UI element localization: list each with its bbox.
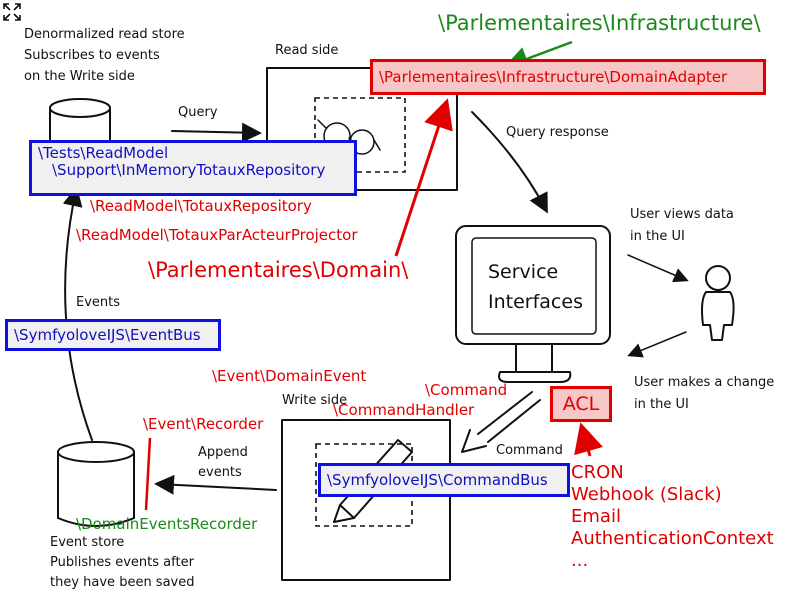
user-views-line1: User views data xyxy=(630,207,734,222)
acl-box: ACL xyxy=(550,386,612,422)
acl-item-auth-context: AuthenticationContext xyxy=(571,528,774,549)
user-views-arrow xyxy=(627,254,689,283)
acl-item-cron: CRON xyxy=(571,462,624,483)
query-arrow xyxy=(171,122,262,143)
event-store-line3: they have been saved xyxy=(50,575,195,590)
denormalized-line2: Subscribes to events xyxy=(24,48,160,63)
user-change-line2: in the UI xyxy=(634,397,689,412)
command-handler-label: \CommandHandler xyxy=(333,401,475,419)
append-line1: Append xyxy=(198,445,248,460)
domain-arrow xyxy=(394,98,453,257)
totaux-repository-label: \ReadModel\TotauxRepository xyxy=(90,197,312,215)
command-label: \Command xyxy=(425,381,508,399)
service-line1: Service xyxy=(488,261,558,283)
acl-items-list: CRON Webhook (Slack) Email Authenticatio… xyxy=(571,462,774,572)
event-bus-box: \SymfyoloveIJS\EventBus xyxy=(5,319,221,351)
recorder-line xyxy=(144,437,152,511)
tests-read-model-line1: \Tests\ReadModel xyxy=(38,144,169,162)
acl-item-email: Email xyxy=(571,506,621,527)
infrastructure-namespace: \Parlementaires\Infrastructure\ xyxy=(438,11,761,35)
acl-item-ellipsis: ... xyxy=(571,550,589,571)
person-icon xyxy=(701,265,735,341)
append-line2: events xyxy=(198,465,242,480)
event-store-line1: Event store xyxy=(50,535,124,550)
totaux-projector-label: \ReadModel\TotauxParActeurProjector xyxy=(76,226,358,244)
event-store-line2: Publishes events after xyxy=(50,555,195,570)
command-sketch-label: Command xyxy=(496,443,563,458)
domain-adapter-box: \Parlementaires\Infrastructure\DomainAda… xyxy=(370,59,766,95)
write-side-label: Write side xyxy=(282,393,347,408)
event-recorder-label: \Event\Recorder xyxy=(143,415,264,433)
user-views-line2: in the UI xyxy=(630,229,685,244)
denormalized-line1: Denormalized read store xyxy=(24,27,185,42)
command-arrow xyxy=(461,391,541,453)
domain-event-label: \Event\DomainEvent xyxy=(212,367,367,385)
service-monitor xyxy=(455,225,611,383)
denormalized-line3: on the Write side xyxy=(24,69,135,84)
tests-read-model-box: \Tests\ReadModel \Support\InMemoryTotaux… xyxy=(29,140,357,196)
domain-events-recorder-label: \DomainEventsRecorder xyxy=(76,515,258,533)
user-change-arrow xyxy=(627,331,687,358)
tests-read-model-line2: \Support\InMemoryTotauxRepository xyxy=(52,161,326,180)
event-store-cylinder xyxy=(57,441,135,527)
write-side-box xyxy=(281,419,451,581)
user-change-line1: User makes a change xyxy=(634,375,774,390)
service-line2: Interfaces xyxy=(488,291,583,313)
query-label: Query xyxy=(178,105,218,120)
append-events-arrow xyxy=(154,474,277,495)
command-bus-box: \SymfyoloveIJS\CommandBus xyxy=(318,463,570,497)
query-response-arrow xyxy=(471,111,548,214)
acl-arrow xyxy=(574,422,604,457)
events-label: Events xyxy=(76,295,120,310)
read-side-label: Read side xyxy=(275,43,338,58)
events-arrow xyxy=(62,186,93,441)
acl-item-webhook: Webhook (Slack) xyxy=(571,484,722,505)
expand-icon[interactable] xyxy=(2,2,22,22)
read-side-box xyxy=(266,67,458,191)
domain-namespace: \Parlementaires\Domain\ xyxy=(148,258,409,282)
query-response-label: Query response xyxy=(506,125,609,140)
